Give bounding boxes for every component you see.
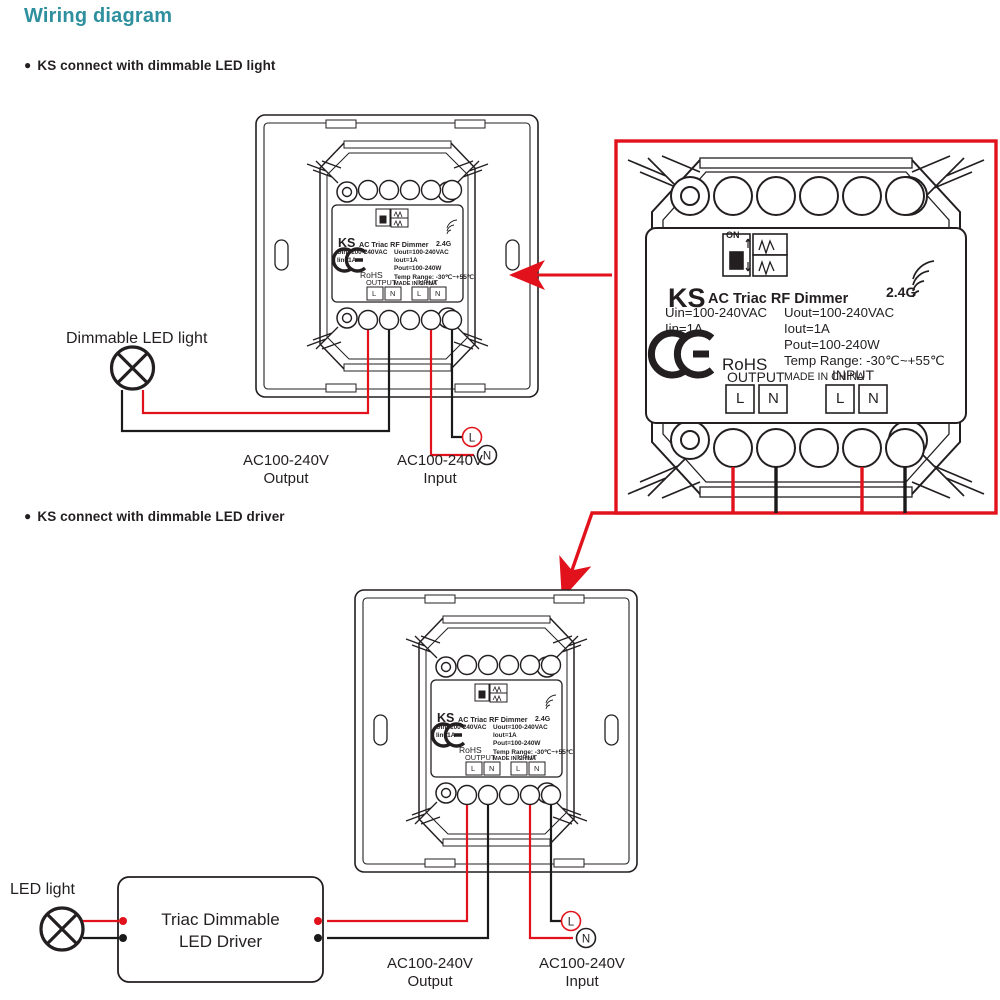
wiring-2: [327, 805, 573, 940]
mains-terminal-L-2: L: [560, 910, 582, 932]
input-label-1: AC100-240V Input: [397, 452, 483, 488]
dip-switch-2: [722, 233, 788, 277]
top-terminal-holes-1: [357, 179, 463, 201]
module-label-plate-1: [331, 204, 464, 303]
terminal-boxes-3: [465, 761, 546, 776]
mains-terminal-L-1: L: [461, 426, 483, 448]
section-heading-led-driver: ● KS connect with dimmable LED driver: [24, 509, 285, 524]
claw-clamps-2: [627, 155, 985, 499]
claw-clamps-3: [405, 635, 588, 825]
bullet-icon: ●: [24, 58, 32, 72]
driver-out-terminal-live: [119, 917, 127, 925]
dip-switch-3: [474, 683, 508, 703]
bottom-terminal-holes-1: [357, 309, 463, 331]
callout-enlarged-module: [614, 139, 998, 515]
module-label-plate-3: [430, 679, 563, 778]
section-heading-text: KS connect with dimmable LED light: [37, 58, 276, 73]
top-terminal-holes-2: [713, 176, 925, 216]
led-light-symbol-1: [109, 345, 156, 391]
section-heading-text: KS connect with dimmable LED driver: [37, 509, 285, 524]
lamp-leads-2: [83, 919, 119, 940]
led-light-symbol-2: [39, 906, 85, 952]
claw-clamps-1: [306, 160, 489, 350]
output-label-1: AC100-240V Output: [243, 452, 329, 488]
bullet-icon: ●: [24, 509, 32, 523]
diagram-ks-with-led-driver: L N: [39, 589, 638, 983]
driver-out-terminal-neutral: [119, 934, 127, 942]
dip-switch-1: [375, 208, 409, 228]
page-title: Wiring diagram: [24, 5, 173, 27]
led-light-label: LED light: [10, 881, 75, 898]
wiring-1: [120, 330, 474, 457]
output-label-2: AC100-240V Output: [387, 955, 473, 991]
terminal-boxes-2: [725, 384, 888, 414]
mains-terminal-N-1: N: [476, 444, 498, 466]
rf-signal-icon-1: [446, 219, 458, 235]
driver-label: Triac Dimmable LED Driver: [161, 910, 280, 952]
svg-text:N: N: [483, 451, 491, 463]
svg-text:L: L: [568, 917, 575, 929]
input-label-2: AC100-240V Input: [539, 955, 625, 991]
svg-text:L: L: [469, 433, 476, 445]
driver-in-terminal-live: [314, 917, 322, 925]
mains-terminal-N-2: N: [575, 927, 597, 949]
terminal-boxes-1: [366, 286, 447, 301]
ce-mark-1: [331, 247, 367, 273]
rf-signal-icon-3: [545, 694, 557, 710]
section-heading-led-light: ● KS connect with dimmable LED light: [24, 58, 276, 73]
bottom-terminal-holes-3: [456, 784, 562, 806]
driver-in-terminal-neutral: [314, 934, 322, 942]
callout-arrow-to-diagram2: [559, 511, 640, 600]
callout-wires: [731, 467, 907, 513]
top-terminal-holes-3: [456, 654, 562, 676]
bottom-terminal-holes-2: [713, 428, 925, 468]
ce-mark-3: [430, 722, 466, 748]
rf-signal-icon-2: [912, 260, 935, 298]
triac-dimmable-led-driver-box: [117, 876, 324, 983]
diagram-ks-with-led-light: L N: [109, 114, 539, 466]
dimmable-led-light-label: Dimmable LED light: [66, 330, 208, 347]
svg-text:N: N: [582, 934, 590, 946]
ce-mark-2: [647, 329, 715, 379]
